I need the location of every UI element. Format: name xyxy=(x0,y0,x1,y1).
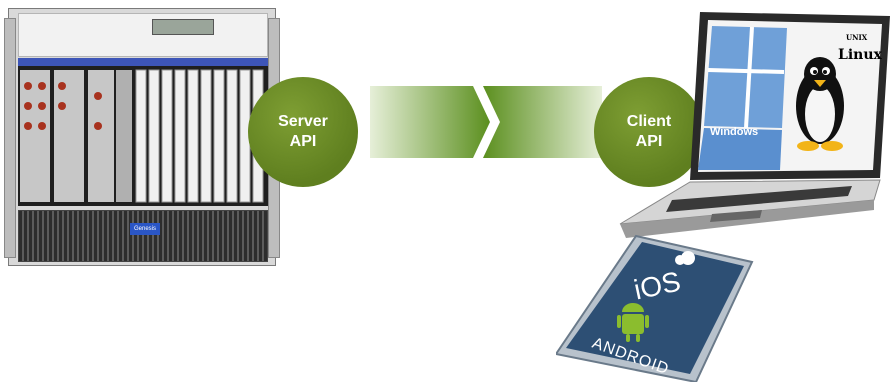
touchpad xyxy=(710,210,762,222)
rack-vent-grille xyxy=(18,210,268,262)
rack-lcd-display xyxy=(152,19,214,35)
rack-mount-ear-left xyxy=(4,18,16,258)
server-api-circle: Server API xyxy=(248,77,358,187)
mobile-device xyxy=(554,232,756,384)
server-api-label-line2: API xyxy=(289,133,317,150)
mobile-device-graphic xyxy=(554,234,754,384)
rack-card-slots xyxy=(18,66,268,206)
arrow-segment-left xyxy=(370,86,490,158)
linux-label: Linux xyxy=(838,47,882,63)
client-api-circle: Client API xyxy=(594,77,704,187)
client-api-label-line1: Client xyxy=(626,113,672,130)
connection-arrow xyxy=(370,86,602,158)
client-api-label-line2: API xyxy=(635,133,663,150)
rack-top-panel xyxy=(18,13,268,57)
rack-brand-badge: Genesis xyxy=(130,223,160,235)
rack-slot-label-strip xyxy=(18,58,268,66)
android-robot-icon xyxy=(617,303,649,342)
rack-cards-graphic xyxy=(20,69,264,203)
unix-label: UNIX xyxy=(846,33,868,42)
server-api-label-line1: Server xyxy=(278,113,328,130)
windows-label: Windows xyxy=(710,126,759,138)
tux-penguin-icon xyxy=(796,57,844,151)
keyboard xyxy=(666,186,852,212)
windows-logo-icon xyxy=(704,26,787,128)
arrow-segment-right xyxy=(483,86,602,158)
laptop-icon xyxy=(619,12,890,238)
apple-logo-icon xyxy=(675,251,695,265)
